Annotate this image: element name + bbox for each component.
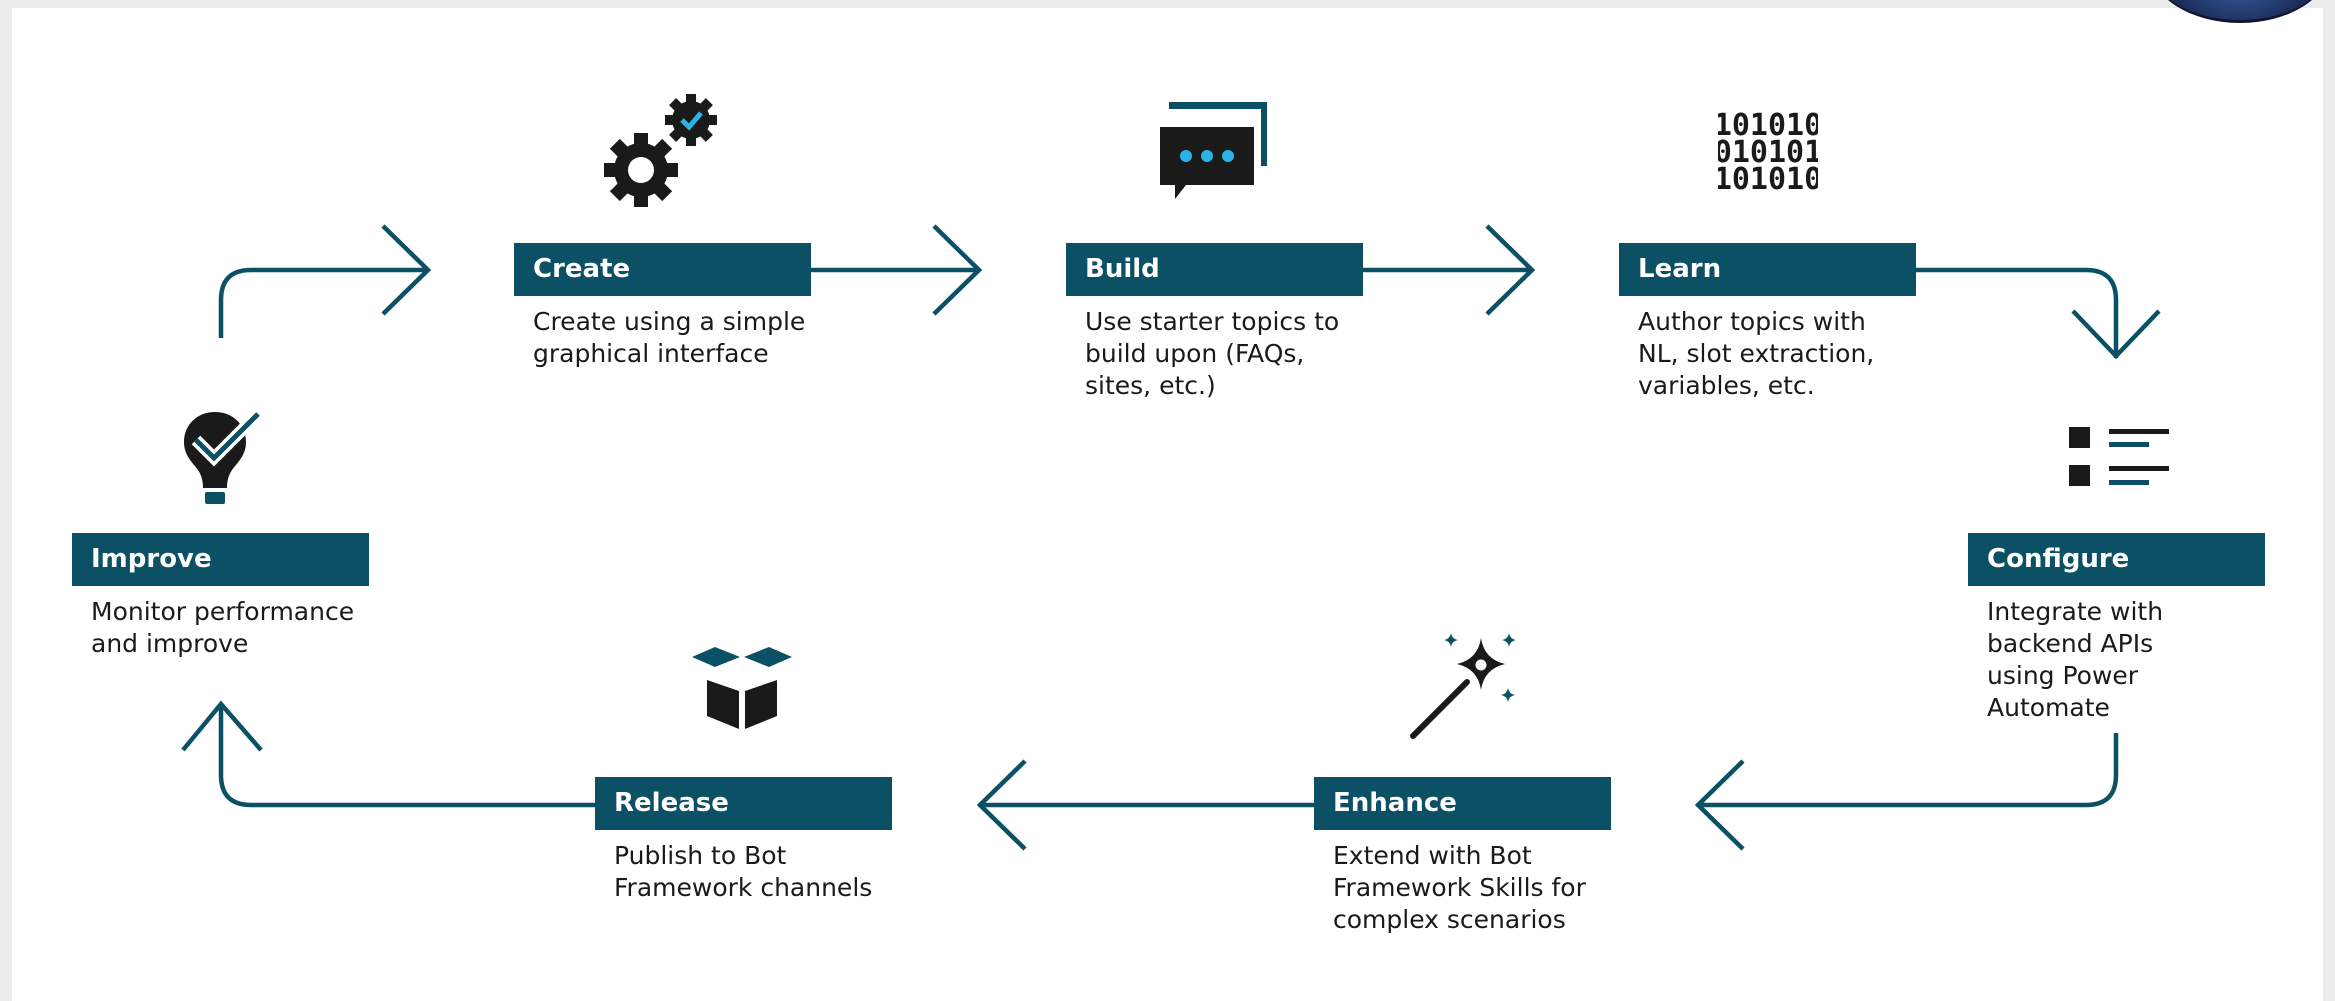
stage-configure-description: Integrate with backend APIs using Power … — [1987, 597, 2164, 722]
arrowhead-to-learn — [1485, 224, 1536, 316]
stage-build-description: Use starter topics to build upon (FAQs, … — [1085, 307, 1340, 400]
arrowhead-to-enhance — [1694, 759, 1745, 851]
stage-learn-title: Learn — [1619, 243, 1916, 296]
arrowhead-to-release — [976, 759, 1027, 851]
arrowhead-to-improve — [181, 700, 263, 752]
arrowhead-to-create — [381, 224, 432, 316]
connector-learn-configure — [1915, 267, 2119, 358]
stage-improve-description: Monitor performance and improve — [91, 597, 355, 658]
binary-row-3: 101010 — [1718, 162, 1818, 196]
stage-improve-title: Improve — [72, 533, 369, 586]
binary-icon: 101010 010101 101010 — [1718, 108, 1818, 196]
list-icon — [2069, 427, 2169, 486]
chat-bubbles-icon — [1160, 102, 1267, 199]
lightbulb-check-icon — [184, 410, 263, 504]
stage-create-title: Create — [514, 243, 811, 296]
arrowhead-to-configure — [2071, 309, 2161, 360]
stage-release-title: Release — [595, 777, 892, 830]
stage-learn-description: Author topics with NL, slot extraction, … — [1638, 307, 1875, 400]
stage-create-description: Create using a simple graphical interfac… — [533, 307, 806, 368]
stage-release-description: Publish to Bot Framework channels — [614, 841, 873, 902]
stage-configure-title: Configure — [1968, 533, 2265, 586]
binary-row-1: 101010 — [1718, 108, 1818, 143]
connector-configure-enhance — [1700, 733, 2119, 808]
binary-row-2: 010101 — [1718, 135, 1818, 170]
connector-release-improve — [218, 704, 595, 808]
arrowhead-to-build — [932, 224, 983, 316]
open-box-icon — [692, 647, 792, 729]
connector-improve-create — [218, 267, 425, 338]
gears-icon — [604, 94, 717, 207]
stage-enhance-title: Enhance — [1314, 777, 1611, 830]
stage-enhance-description: Extend with Bot Framework Skills for com… — [1333, 841, 1586, 934]
magic-wand-icon — [1410, 633, 1516, 739]
stage-build-title: Build — [1066, 243, 1363, 296]
